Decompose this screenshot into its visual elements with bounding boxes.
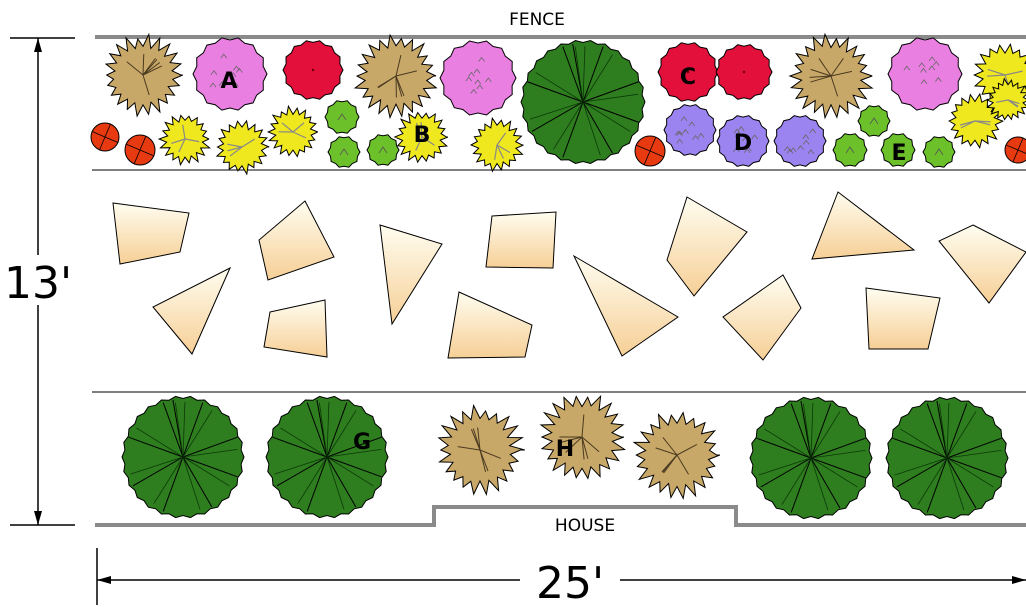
house-wall-line (95, 505, 1026, 527)
plant-f-2 (124, 134, 156, 166)
plant-label-b: B (414, 123, 431, 148)
shrub-2 (353, 33, 438, 120)
height-label-bg (2, 255, 74, 305)
plant-b-yellow-2 (157, 114, 211, 167)
tree-g-1 (121, 395, 245, 519)
plant-d-purple-2 (716, 115, 770, 167)
plant-c-red-2 (657, 42, 719, 102)
stepping-stones (112, 191, 1026, 361)
shrub-h-1 (437, 403, 525, 497)
plants-layer (90, 32, 1026, 520)
stepping-stone-8 (938, 224, 1026, 304)
plant-label-d: D (734, 131, 752, 156)
stepping-stone-6 (666, 196, 748, 297)
plant-b-yellow-6 (469, 116, 524, 173)
plant-e-lime-4 (832, 133, 868, 167)
fence-label: FENCE (509, 10, 565, 30)
stepping-stone-7 (811, 191, 916, 260)
plant-b-yellow-3 (215, 119, 270, 176)
stepping-stone-5 (485, 211, 557, 269)
plant-e-lime-5 (857, 105, 891, 137)
plant-a-1 (192, 37, 268, 111)
shrub-h-2 (539, 394, 627, 480)
stepping-stone-13 (865, 287, 941, 350)
tree-fence-center (520, 39, 646, 165)
tree-g-2 (265, 395, 389, 519)
plant-label-h: H (556, 437, 574, 462)
tree-g-4 (885, 396, 1009, 520)
plant-f-3 (634, 135, 666, 167)
plant-d-purple-1 (663, 104, 717, 156)
stepping-stone-11 (572, 254, 679, 357)
width-arrow-right (1012, 576, 1026, 584)
width-label-bg (520, 558, 620, 604)
plant-a-2 (439, 40, 517, 116)
stepping-stone-4 (379, 224, 443, 326)
plant-label-e: E (891, 141, 906, 166)
plant-label-c: C (680, 65, 696, 90)
plant-b-yellow-8 (985, 77, 1026, 121)
shrub-h-3 (632, 411, 721, 500)
width-label: 25' (536, 558, 604, 607)
plant-c-red-1 (282, 40, 344, 100)
plant-f-4 (1004, 136, 1026, 164)
plant-e-lime-7 (922, 136, 956, 168)
plant-a-3 (887, 37, 963, 111)
stepping-stone-3 (152, 266, 232, 355)
plant-e-lime-1 (324, 100, 360, 134)
shrub-1 (104, 32, 183, 118)
width-arrow-left (97, 576, 111, 584)
stepping-stone-1 (112, 202, 190, 265)
plant-f-1 (90, 122, 120, 152)
stepping-stone-2 (258, 200, 335, 281)
plant-d-purple-3 (773, 115, 827, 167)
plant-e-lime-3 (366, 134, 400, 166)
tree-g-3 (749, 396, 873, 520)
stepping-stone-12 (722, 274, 802, 361)
shrub-3 (788, 32, 874, 120)
plant-c-red-3 (715, 44, 773, 100)
house-label: HOUSE (555, 516, 615, 536)
plant-e-lime-2 (327, 136, 361, 168)
plant-b-yellow-4 (266, 104, 318, 158)
height-arrow-bottom (34, 511, 42, 525)
height-label: 13' (4, 258, 72, 309)
plant-b-yellow-5 (393, 111, 449, 164)
stepping-stone-9 (263, 299, 328, 358)
plant-label-a: A (220, 69, 237, 94)
plant-label-g: G (353, 430, 371, 455)
stepping-stone-10 (447, 291, 533, 359)
plant-e-lime-6 (880, 133, 916, 167)
height-arrow-top (34, 38, 42, 52)
